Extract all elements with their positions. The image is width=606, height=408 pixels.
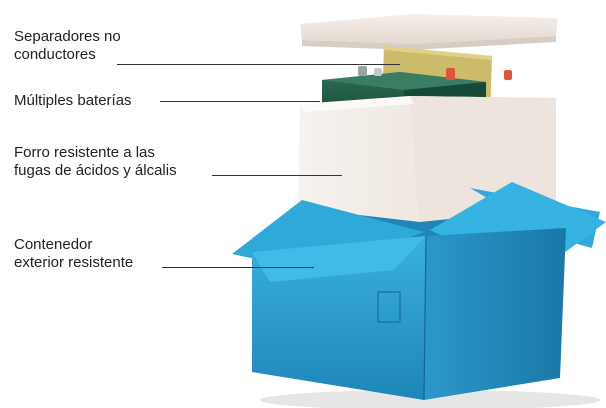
leader-separators (117, 64, 400, 65)
leader-batteries (160, 101, 320, 102)
label-liner-line-2: fugas de ácidos y álcalis (14, 162, 177, 179)
label-container-line-1: Contenedor (14, 236, 93, 253)
label-batteries: Múltiples baterías (14, 92, 132, 110)
label-container: Contenedor exterior resistente (14, 236, 133, 272)
label-separators-line-2: conductores (14, 46, 96, 63)
outer-container (232, 182, 606, 401)
label-container-line-2: exterior resistente (14, 254, 134, 271)
label-liner-line-1: Forro resistente a las (14, 144, 155, 161)
label-separators: Separadores no conductores (14, 28, 121, 64)
leader-liner (212, 175, 342, 176)
label-liner: Forro resistente a las fugas de ácidos y… (14, 144, 177, 180)
leader-container (162, 267, 314, 268)
label-batteries-line-1: Múltiples baterías (14, 92, 132, 109)
liner-lid (300, 14, 558, 50)
label-separators-line-1: Separadores no (14, 28, 121, 45)
